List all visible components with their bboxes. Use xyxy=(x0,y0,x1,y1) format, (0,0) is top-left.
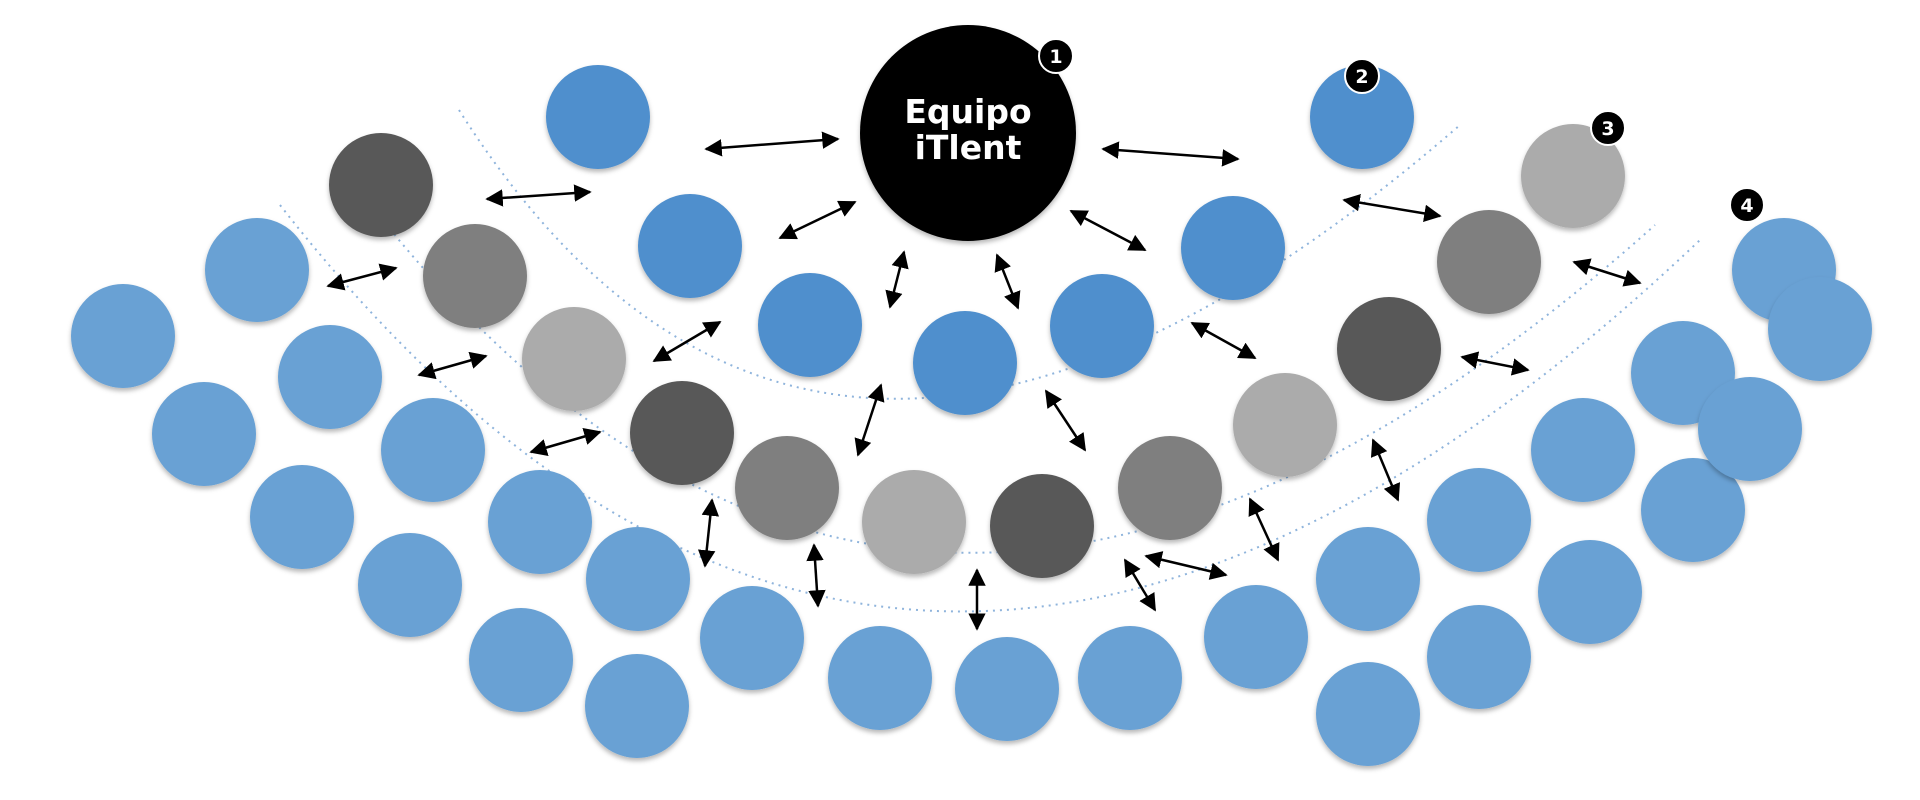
mid-gray-node-12 xyxy=(735,436,839,540)
dark-gray-node-17 xyxy=(1337,297,1441,401)
primary-blue-node-4 xyxy=(1181,196,1285,300)
light-blue-node-37 xyxy=(1427,468,1531,572)
double-arrow-24 xyxy=(529,427,602,457)
badge-4: 4 xyxy=(1729,187,1765,223)
badge-3: 3 xyxy=(1590,110,1626,146)
primary-blue-node-2 xyxy=(1310,65,1414,169)
primary-blue-node-3 xyxy=(638,194,742,298)
double-arrow-9 xyxy=(854,383,885,457)
badge-3-circle xyxy=(1590,110,1626,146)
connection-arrows xyxy=(326,131,1642,631)
badge-2: 2 xyxy=(1344,58,1380,94)
light-blue-node-21 xyxy=(71,284,175,388)
center-label-line2: iTlent xyxy=(915,128,1022,167)
double-arrow-19 xyxy=(1342,193,1442,223)
light-gray-node-16 xyxy=(1233,373,1337,477)
double-arrow-14 xyxy=(1144,551,1228,580)
arc-outer xyxy=(279,204,1701,613)
light-blue-node-32 xyxy=(828,626,932,730)
badge-4-label: 4 xyxy=(1740,195,1753,217)
double-arrow-8 xyxy=(1190,321,1257,360)
light-blue-node-29 xyxy=(469,608,573,712)
double-arrow-17 xyxy=(1460,351,1530,376)
light-blue-node-44 xyxy=(1641,458,1745,562)
double-arrow-20 xyxy=(1572,258,1642,287)
center-label-line1: Equipo xyxy=(904,92,1031,131)
badge-2-circle xyxy=(1344,58,1380,94)
double-arrow-12 xyxy=(1248,497,1280,562)
light-blue-node-46 xyxy=(1768,277,1872,381)
light-blue-node-33 xyxy=(955,637,1059,741)
double-arrow-6 xyxy=(994,253,1021,310)
primary-blue-node-6 xyxy=(913,311,1017,415)
dark-gray-node-11 xyxy=(630,381,734,485)
dark-gray-node-8 xyxy=(329,133,433,237)
badge-3-label: 3 xyxy=(1601,118,1614,140)
light-blue-node-43 xyxy=(1538,540,1642,644)
light-gray-node-13 xyxy=(862,470,966,574)
double-arrow-23 xyxy=(417,351,488,380)
double-arrow-13 xyxy=(806,543,826,608)
primary-blue-node-1 xyxy=(546,65,650,169)
primary-blue-node-7 xyxy=(1050,274,1154,378)
light-blue-node-27 xyxy=(358,533,462,637)
badge-1: 1 xyxy=(1038,38,1074,74)
dotted-arcs xyxy=(279,109,1701,613)
light-blue-node-42 xyxy=(1427,605,1531,709)
double-arrow-22 xyxy=(326,263,398,291)
double-arrow-3 xyxy=(778,200,857,240)
light-blue-node-24 xyxy=(381,398,485,502)
double-arrow-5 xyxy=(885,250,909,309)
dark-gray-node-14 xyxy=(990,474,1094,578)
arc-inner xyxy=(458,109,1461,400)
badge-2-label: 2 xyxy=(1355,66,1368,88)
light-blue-node-20 xyxy=(205,218,309,322)
double-arrow-7 xyxy=(652,320,722,363)
light-blue-node-36 xyxy=(1316,527,1420,631)
mid-gray-node-18 xyxy=(1437,210,1541,314)
light-blue-node-25 xyxy=(250,465,354,569)
light-blue-node-30 xyxy=(700,586,804,690)
light-blue-node-31 xyxy=(585,654,689,758)
double-arrow-1 xyxy=(704,131,840,157)
badge-1-circle xyxy=(1038,38,1074,74)
double-arrow-21 xyxy=(485,184,592,207)
center-node: Equipo iTlent xyxy=(860,25,1076,241)
center-node-circle xyxy=(860,25,1076,241)
double-arrow-18 xyxy=(1370,438,1401,502)
badge-4-circle xyxy=(1729,187,1765,223)
primary-blue-node-5 xyxy=(758,273,862,377)
member-nodes xyxy=(71,65,1872,766)
light-blue-node-41 xyxy=(1316,662,1420,766)
mid-gray-node-9 xyxy=(423,224,527,328)
mid-gray-node-15 xyxy=(1118,436,1222,540)
light-blue-node-45 xyxy=(1698,377,1802,481)
double-arrow-16 xyxy=(1123,558,1157,612)
light-gray-node-10 xyxy=(522,307,626,411)
light-blue-node-38 xyxy=(1531,398,1635,502)
double-arrow-2 xyxy=(1101,141,1240,167)
double-arrow-4 xyxy=(1069,209,1147,252)
badge-1-label: 1 xyxy=(1049,46,1062,68)
double-arrow-11 xyxy=(697,498,720,568)
double-arrow-10 xyxy=(1044,389,1087,452)
light-blue-node-22 xyxy=(278,325,382,429)
light-gray-node-19 xyxy=(1521,124,1625,228)
light-blue-node-26 xyxy=(488,470,592,574)
light-blue-node-28 xyxy=(586,527,690,631)
light-blue-node-35 xyxy=(1204,585,1308,689)
light-blue-node-34 xyxy=(1078,626,1182,730)
light-blue-node-23 xyxy=(152,382,256,486)
